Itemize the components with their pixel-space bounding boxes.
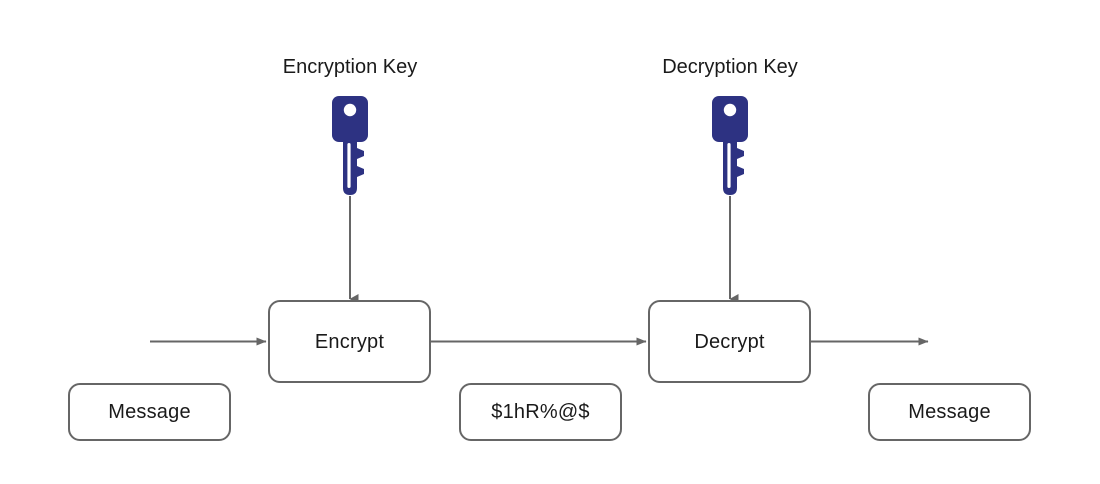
- encrypt-process-box[interactable]: Encrypt: [268, 300, 431, 383]
- decrypt-process-box[interactable]: Decrypt: [648, 300, 811, 383]
- message-output-box[interactable]: Message: [868, 383, 1031, 441]
- ciphertext-box[interactable]: $1hR%@$: [459, 383, 622, 441]
- decryption-key-icon[interactable]: [712, 96, 748, 195]
- encryption-key-icon[interactable]: [332, 96, 368, 195]
- decryption-key-label: Decryption Key: [662, 56, 798, 78]
- encryption-key-label: Encryption Key: [282, 56, 418, 78]
- message-input-box[interactable]: Message: [68, 383, 231, 441]
